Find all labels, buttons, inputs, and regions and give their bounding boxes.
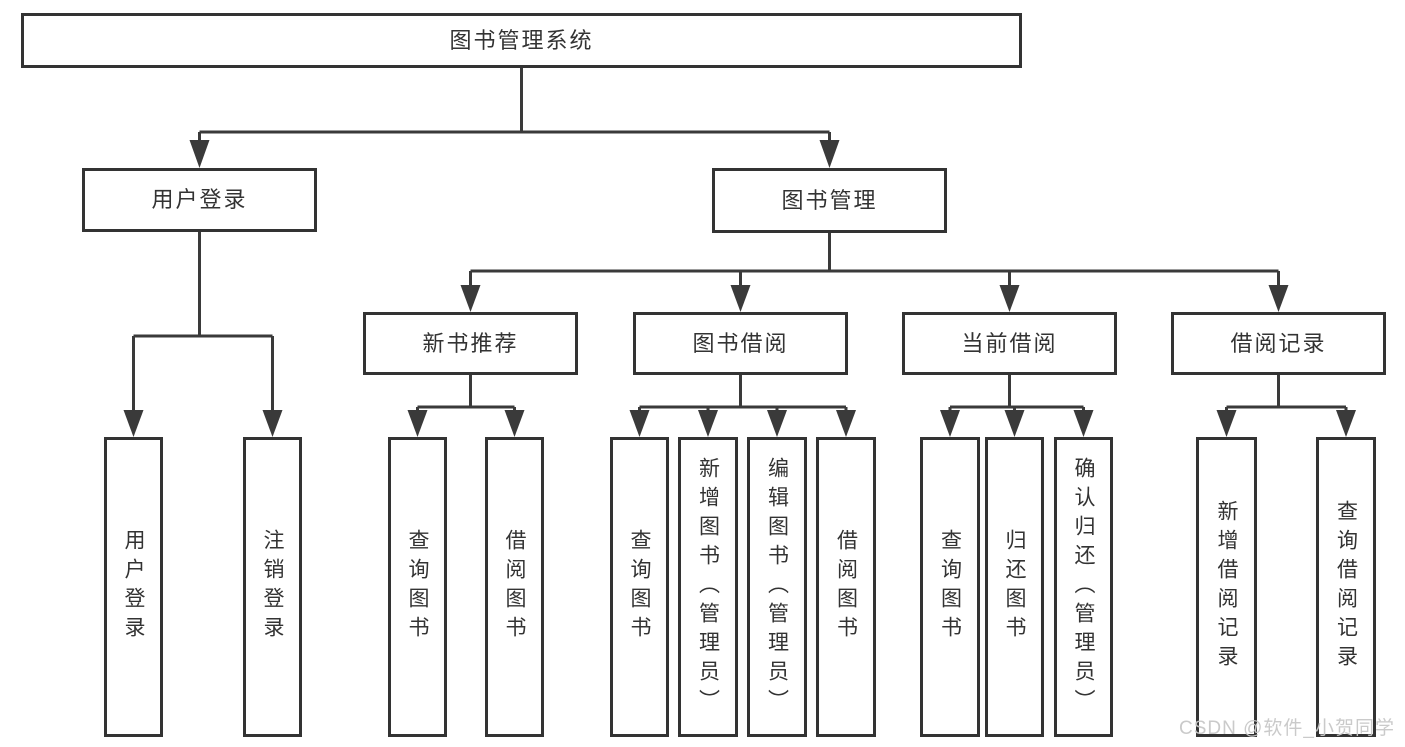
connector-book-borrow-branch	[638, 375, 848, 416]
leaf-query-borrow-record: 查询借阅记录	[1316, 437, 1376, 737]
node-borrow-records-label: 借阅记录	[1230, 330, 1327, 356]
leaf-return-book: 归还图书	[985, 437, 1044, 737]
node-root-label: 图书管理系统	[449, 27, 594, 53]
node-current-borrow: 当前借阅	[902, 312, 1117, 375]
csdn-watermark: CSDN @软件_小贺同学	[1179, 718, 1395, 739]
connector-root-to-level2	[198, 68, 831, 146]
node-new-book-recommend: 新书推荐	[363, 312, 578, 375]
leaf-query-books-recommend-label: 查询图书	[406, 529, 429, 645]
node-book-management: 图书管理	[712, 168, 947, 233]
node-user-login-label: 用户登录	[151, 187, 248, 212]
node-book-borrow: 图书借阅	[633, 312, 848, 375]
leaf-logout: 注销登录	[243, 437, 302, 737]
leaf-user-login-label: 用户登录	[122, 529, 145, 645]
leaf-query-books-current-label: 查询图书	[938, 529, 962, 645]
leaf-edit-book-admin-label: 编辑图书（管理员）	[765, 456, 789, 718]
leaf-confirm-return-admin-label: 确认归还（管理员）	[1072, 456, 1095, 718]
leaf-query-books-borrow-label: 查询图书	[628, 529, 651, 645]
leaf-user-login: 用户登录	[104, 437, 163, 737]
connector-current-borrow-branch	[948, 375, 1085, 416]
leaf-add-book-admin: 新增图书（管理员）	[678, 437, 738, 737]
connector-book-management-branch	[469, 233, 1280, 290]
node-borrow-records: 借阅记录	[1171, 312, 1386, 375]
leaf-borrow-books-recommend-label: 借阅图书	[503, 529, 526, 645]
leaf-query-books-recommend: 查询图书	[388, 437, 447, 737]
leaf-confirm-return-admin: 确认归还（管理员）	[1054, 437, 1113, 737]
leaf-borrow-books-borrow-label: 借阅图书	[834, 529, 858, 645]
leaf-query-books-current: 查询图书	[920, 437, 980, 737]
node-user-login: 用户登录	[82, 168, 317, 232]
node-book-management-label: 图书管理	[781, 187, 878, 213]
arrowheads	[123, 140, 1356, 437]
connector-new-book-recommend-branch	[416, 375, 516, 416]
leaf-return-book-label: 归还图书	[1003, 529, 1026, 645]
node-current-borrow-label: 当前借阅	[961, 330, 1058, 356]
connector-user-login-branch	[132, 232, 274, 415]
leaf-add-borrow-record-label: 新增借阅记录	[1215, 500, 1238, 674]
leaf-edit-book-admin: 编辑图书（管理员）	[747, 437, 807, 737]
leaf-logout-label: 注销登录	[261, 529, 284, 645]
leaf-add-book-admin-label: 新增图书（管理员）	[696, 456, 720, 718]
leaf-add-borrow-record: 新增借阅记录	[1196, 437, 1257, 737]
leaf-borrow-books-borrow: 借阅图书	[816, 437, 876, 737]
leaf-borrow-books-recommend: 借阅图书	[485, 437, 544, 737]
node-root-system: 图书管理系统	[21, 13, 1022, 68]
leaf-query-books-borrow: 查询图书	[610, 437, 669, 737]
node-new-book-recommend-label: 新书推荐	[422, 330, 519, 356]
node-book-borrow-label: 图书借阅	[692, 330, 789, 356]
connector-borrow-records-branch	[1225, 375, 1348, 416]
leaf-query-borrow-record-label: 查询借阅记录	[1334, 500, 1358, 674]
